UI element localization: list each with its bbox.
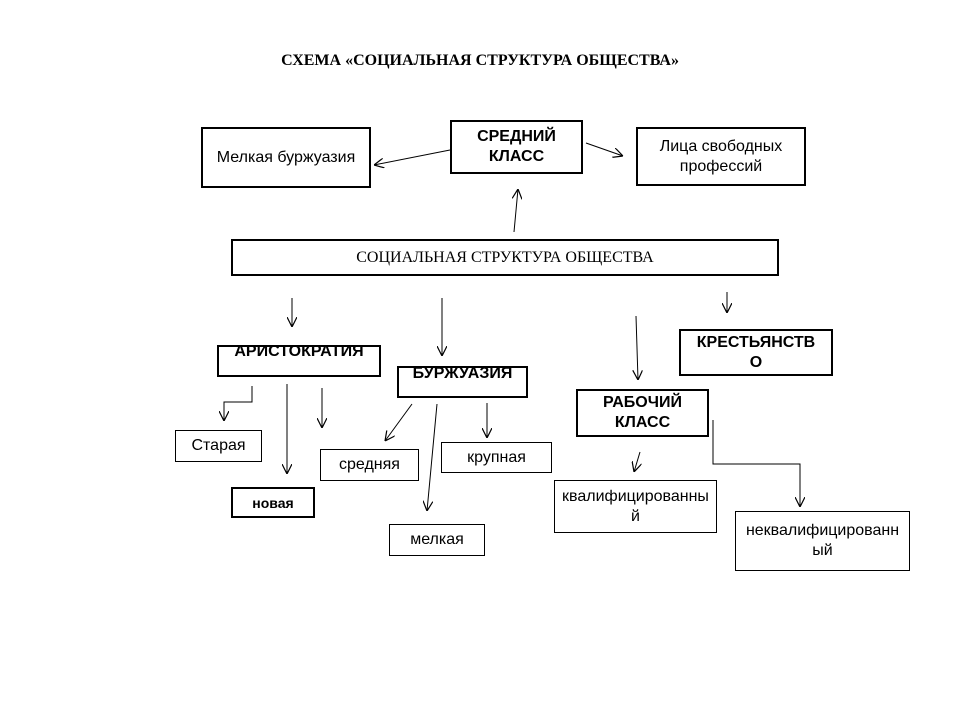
node-bourgeoisie-large: крупная	[441, 442, 552, 473]
node-free-professions: Лица свободных профессий	[636, 127, 806, 186]
node-bourgeoisie-small-label: мелкая	[410, 531, 464, 548]
node-aristocracy-label: АРИСТОКРАТИЯ	[234, 345, 364, 360]
node-working-class: РАБОЧИЙ КЛАСС	[576, 389, 709, 437]
node-petty-bourgeoisie-top-label: Мелкая буржуазия	[216, 148, 356, 166]
node-peasantry: КРЕСТЬЯНСТВО	[679, 329, 833, 376]
node-peasantry-label: КРЕСТЬЯНСТВО	[696, 333, 816, 371]
node-root: СОЦИАЛЬНАЯ СТРУКТУРА ОБЩЕСТВА	[231, 239, 779, 276]
node-petty-bourgeoisie-top: Мелкая буржуазия	[201, 127, 371, 188]
node-unskilled: неквалифицированный	[735, 511, 910, 571]
arrow-working-to-skilled	[634, 451, 640, 472]
node-middle-class-label: СРЕДНИЙ КЛАСС	[477, 128, 556, 165]
node-skilled: квалифицированный	[554, 480, 717, 533]
arrow-middle-to-free-professions	[585, 142, 623, 156]
node-bourgeoisie-middle-label: средняя	[339, 456, 400, 473]
node-bourgeoisie: БУРЖУАЗИЯ	[397, 366, 528, 398]
node-aristocracy-new: новая	[231, 487, 315, 518]
arrow-bourgeoisie-to-middle	[385, 403, 413, 441]
arrow-middle-to-petty-bourgeoisie	[374, 149, 451, 165]
node-aristocracy-old-label: Старая	[191, 437, 246, 454]
arrow-to-working-class	[636, 315, 638, 380]
node-working-class-label: РАБОЧИЙ КЛАСС	[602, 394, 682, 431]
node-aristocracy-new-label: новая	[252, 494, 294, 511]
node-bourgeoisie-large-label: крупная	[467, 448, 526, 466]
node-unskilled-label: неквалифицированный	[745, 522, 900, 559]
node-bourgeoisie-middle: средняя	[320, 449, 419, 481]
node-middle-class: СРЕДНИЙ КЛАСС	[450, 120, 583, 174]
node-root-label: СОЦИАЛЬНАЯ СТРУКТУРА ОБЩЕСТВА	[356, 248, 654, 266]
node-bourgeoisie-small: мелкая	[389, 524, 485, 556]
arrow-bourgeoisie-to-small	[427, 403, 438, 511]
node-bourgeoisie-label: БУРЖУАЗИЯ	[412, 366, 513, 382]
node-aristocracy: АРИСТОКРАТИЯ	[217, 345, 381, 377]
diagram-title: СХЕМА «СОЦИАЛЬНАЯ СТРУКТУРА ОБЩЕСТВА»	[281, 52, 679, 69]
node-free-professions-label: Лица свободных профессий	[659, 137, 783, 175]
node-aristocracy-old: Старая	[175, 430, 262, 462]
arrow-root-to-middle-class	[514, 189, 518, 233]
arrow-working-to-unskilled	[712, 420, 800, 507]
arrow-aristocracy-to-old	[224, 386, 253, 421]
node-skilled-label: квалифицированный	[562, 487, 709, 525]
